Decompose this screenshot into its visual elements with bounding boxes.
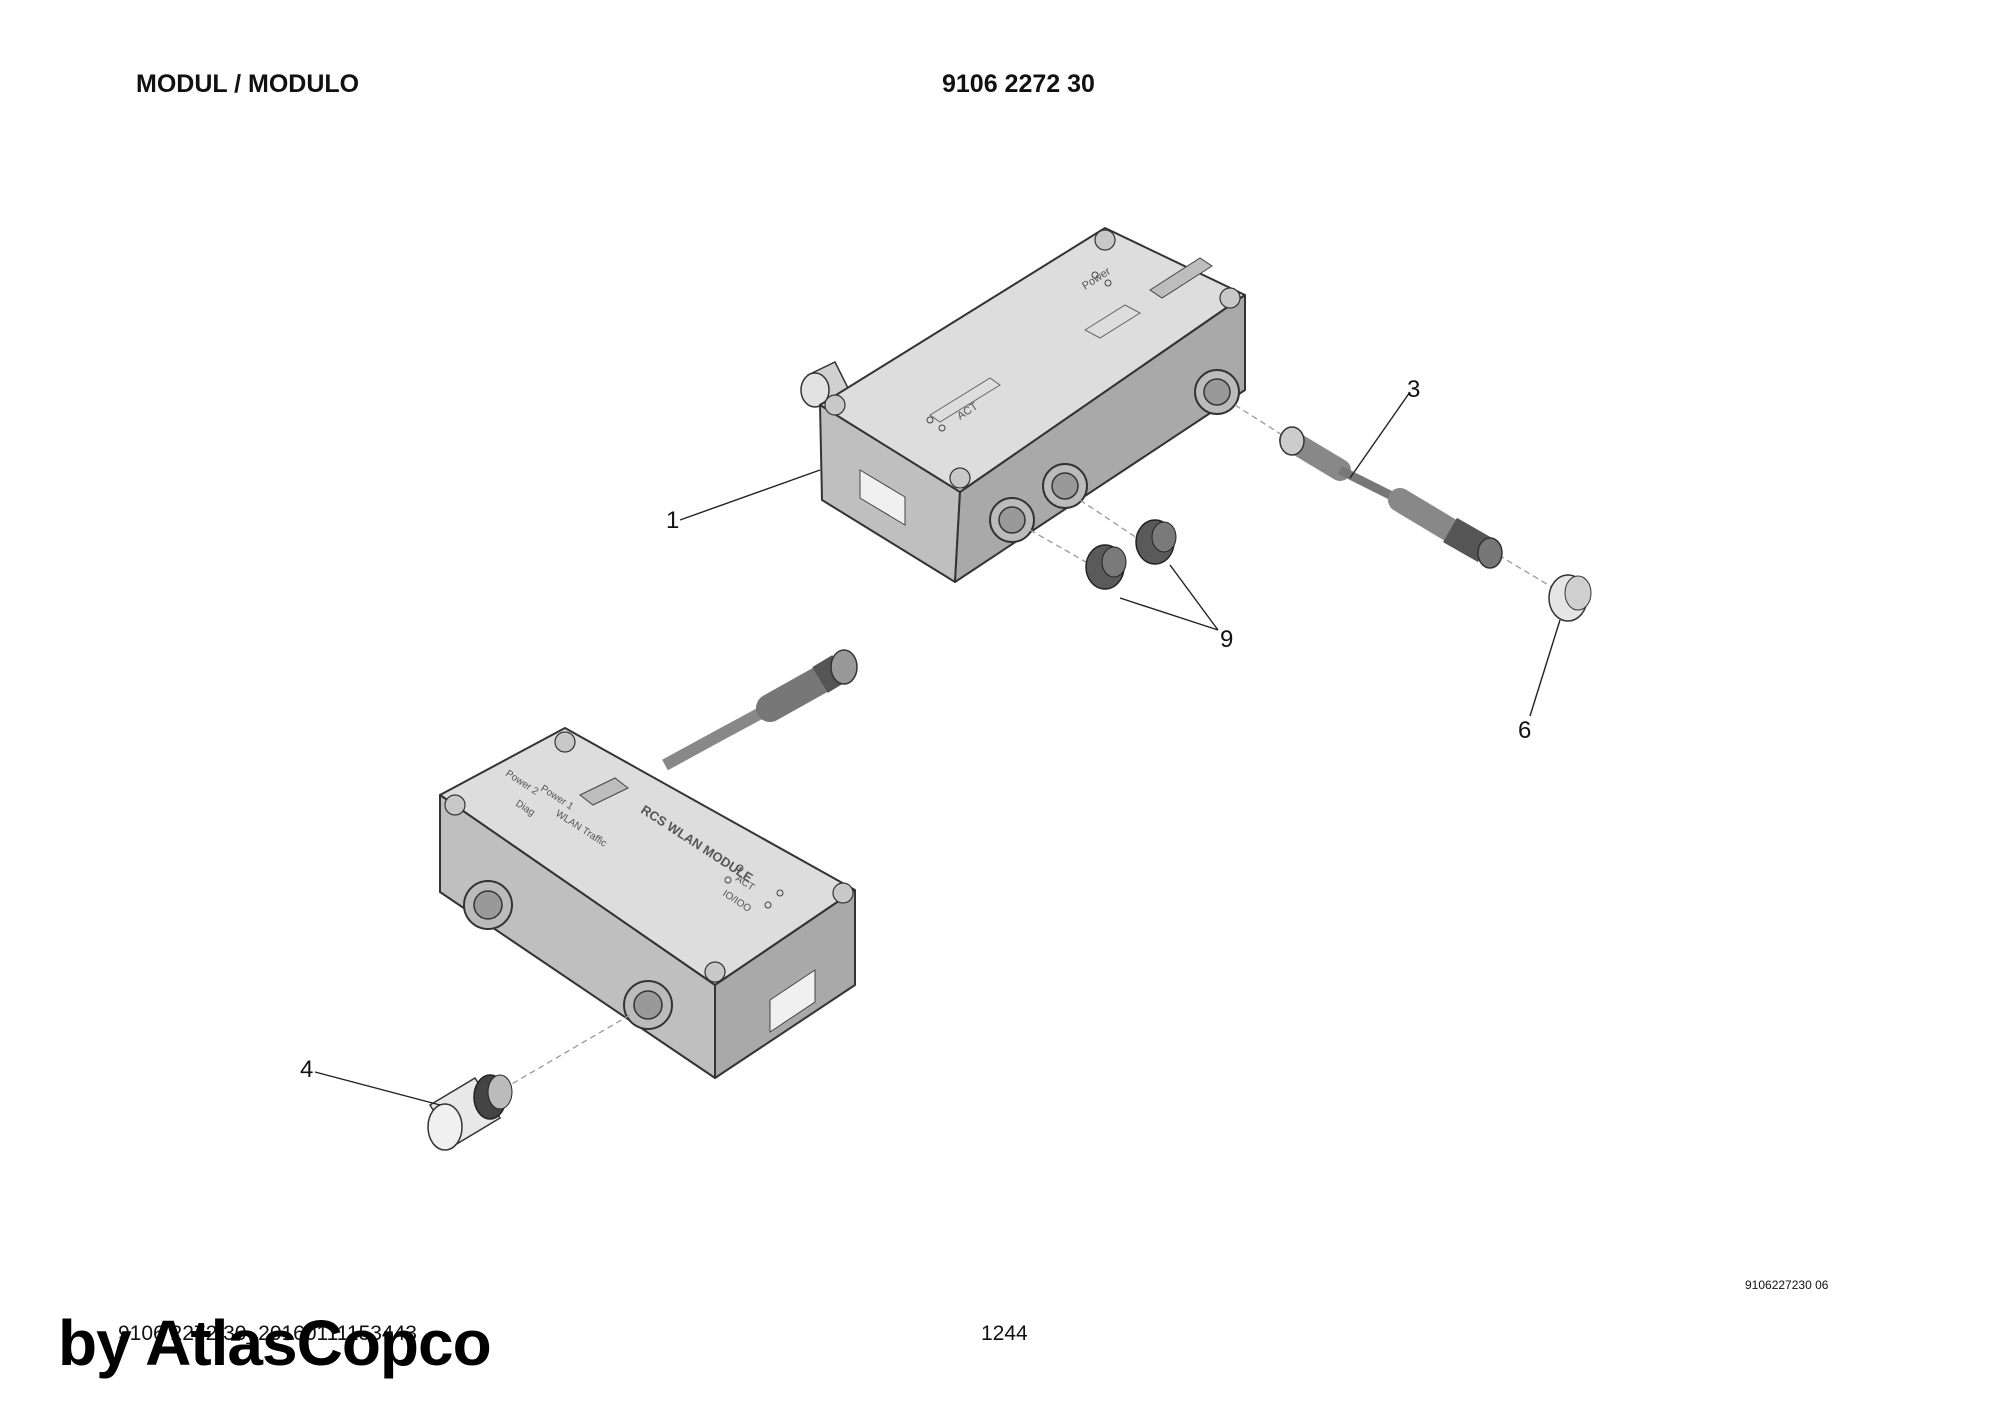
drawing-reference: 9106227230 06	[1745, 1278, 1829, 1292]
callout-9: 9	[1220, 626, 1233, 653]
dust-cap-dark	[1085, 544, 1127, 590]
callout-4: 4	[300, 1056, 313, 1083]
dust-cap-dark	[1135, 519, 1177, 565]
callout-6: 6	[1518, 717, 1531, 744]
dust-cap-light	[1548, 574, 1592, 622]
cable-assembly	[1279, 426, 1503, 569]
page-title: MODUL / MODULO	[136, 70, 360, 98]
connector-socket	[1194, 369, 1240, 415]
connector-socket	[463, 880, 513, 930]
footer-document-id: 9106 2272 30_20160111153443	[118, 1322, 417, 1345]
wlan-module-top: Power ACT	[800, 227, 1246, 583]
part-number: 9106 2272 30	[942, 70, 1095, 98]
callout-1: 1	[666, 507, 679, 534]
wlan-module-bottom: RCS WLAN MODULE Power 2 Power 1 Diag WLA…	[439, 649, 858, 1079]
connector-socket	[1042, 463, 1088, 509]
callout-3: 3	[1407, 376, 1420, 403]
protective-cap	[427, 1074, 513, 1151]
connector-socket	[989, 497, 1035, 543]
footer-page-number: 1244	[981, 1322, 1028, 1345]
connector-socket	[623, 980, 673, 1030]
watermark-text: by AtlasCopco	[58, 1307, 492, 1379]
